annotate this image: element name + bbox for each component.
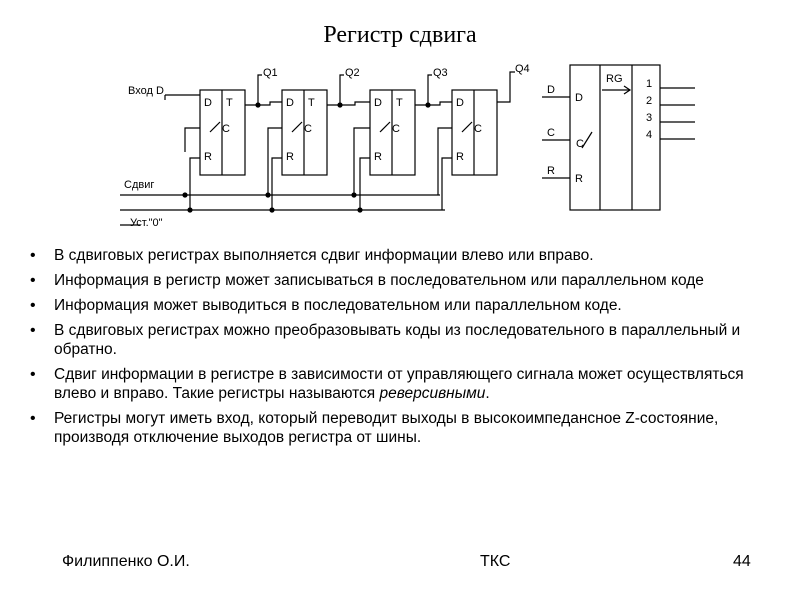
- t2-pin-c: C: [304, 123, 312, 135]
- output-q3-label: Q3: [433, 67, 448, 79]
- t3-pin-r: R: [374, 151, 382, 163]
- rg-out-1: 1: [646, 78, 652, 90]
- input-d-label: Вход D: [128, 85, 164, 97]
- t1-pin-d: D: [204, 97, 212, 109]
- reset-label: Уст."0": [130, 217, 163, 229]
- rg-pin-c: C: [576, 138, 584, 150]
- bullet-item: Информация может выводиться в последоват…: [30, 296, 770, 315]
- t2-pin-d: D: [286, 97, 294, 109]
- bullet-item: Информация в регистр может записываться …: [30, 271, 770, 290]
- t3-pin-d: D: [374, 97, 382, 109]
- t2-pin-r: R: [286, 151, 294, 163]
- rg-symbol: [569, 64, 661, 211]
- t4-pin-d: D: [456, 97, 464, 109]
- output-q1-label: Q1: [263, 67, 278, 79]
- rg-input-c-label: C: [547, 127, 555, 139]
- page-number: 44: [733, 553, 751, 570]
- t1-pin-c: C: [222, 123, 230, 135]
- rg-pin-r: R: [575, 173, 583, 185]
- shift-register-diagram: Вход D Сдвиг Уст."0" Q1 Q2 Q3 Q4 D T C R…: [120, 63, 695, 229]
- t1-pin-t: T: [226, 97, 233, 109]
- rg-input-d-label: D: [547, 84, 555, 96]
- bullet-list: В сдвиговых регистрах выполняется сдвиг …: [30, 246, 770, 453]
- t2-pin-t: T: [308, 97, 315, 109]
- footer-course: ТКС: [480, 553, 511, 570]
- emphasis-term: реверсивными: [379, 385, 486, 402]
- rg-out-4: 4: [646, 129, 652, 141]
- output-q4-label: Q4: [515, 63, 530, 75]
- rg-name: RG: [606, 73, 623, 85]
- shift-label: Сдвиг: [124, 179, 154, 191]
- bullet-item: В сдвиговых регистрах можно преобразовыв…: [30, 321, 770, 359]
- footer-author: Филиппенко О.И.: [62, 553, 190, 570]
- t4-pin-r: R: [456, 151, 464, 163]
- rg-out-2: 2: [646, 95, 652, 107]
- t1-pin-r: R: [204, 151, 212, 163]
- bullet-item: Регистры могут иметь вход, который перев…: [30, 409, 770, 447]
- t3-pin-c: C: [392, 123, 400, 135]
- rg-out-3: 3: [646, 112, 652, 124]
- rg-pin-d: D: [575, 92, 583, 104]
- slide-title: Регистр сдвига: [323, 22, 477, 48]
- output-q2-label: Q2: [345, 67, 360, 79]
- bullet-item: В сдвиговых регистрах выполняется сдвиг …: [30, 246, 770, 265]
- bullet-item: Сдвиг информации в регистре в зависимост…: [30, 365, 770, 403]
- t3-pin-t: T: [396, 97, 403, 109]
- t4-pin-c: C: [474, 123, 482, 135]
- rg-input-r-label: R: [547, 165, 555, 177]
